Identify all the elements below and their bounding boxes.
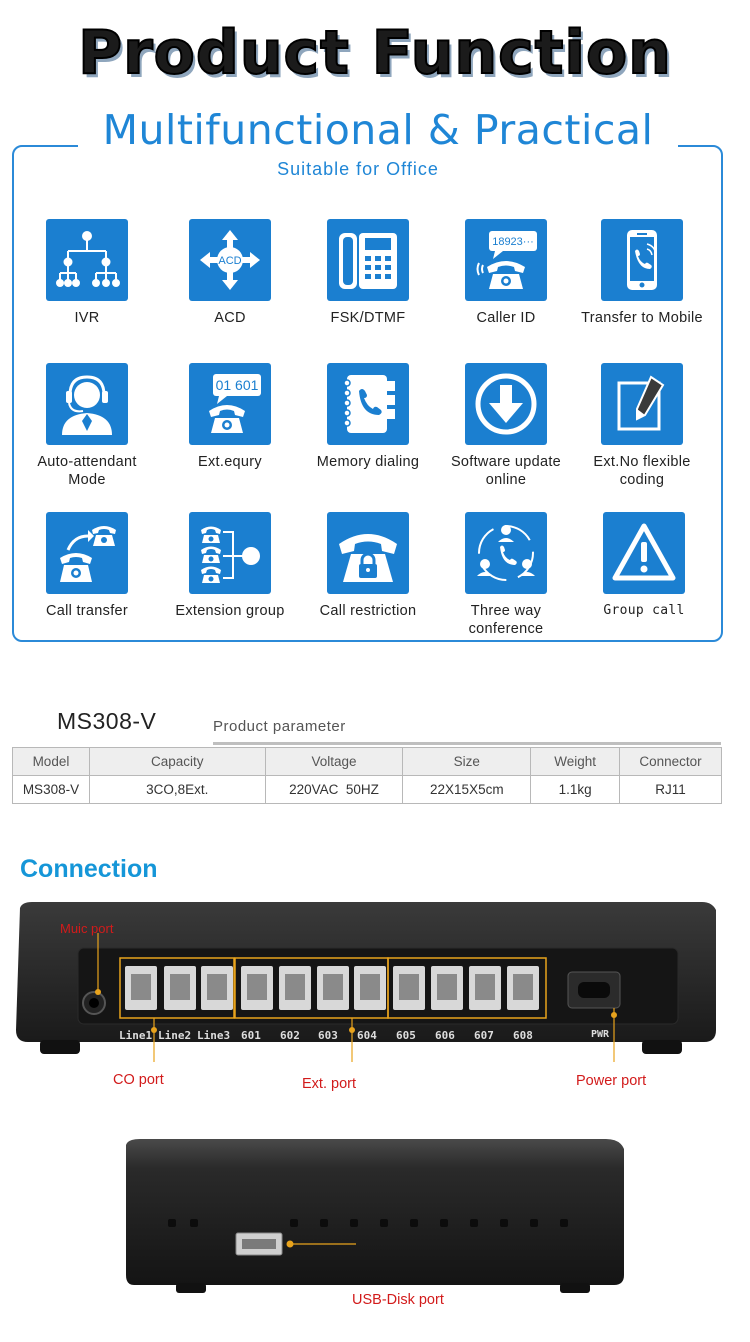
port-label: Line2: [158, 1029, 192, 1042]
pbx-front-image: [12, 900, 720, 1078]
feature-caller-id: 18923··· Caller ID: [436, 219, 576, 327]
co-port-label: CO port: [113, 1072, 164, 1088]
params-subtitle: Product parameter: [213, 718, 346, 735]
port-label: 607: [474, 1029, 494, 1042]
connection-title: Connection: [20, 855, 158, 883]
params-cell: 22X15X5cm: [402, 775, 532, 804]
feature-auto-attendant: Auto-attendant Mode: [17, 363, 157, 489]
params-cell: 1.1kg: [530, 775, 621, 804]
feature-three-way-conference: Three way conference: [436, 512, 576, 638]
feature-acd: ACD ACD: [160, 219, 300, 327]
params-cell: 3CO,8Ext.: [88, 775, 266, 804]
pbx-side-image: [120, 1135, 630, 1295]
feature-label: Ext.No flexible coding: [593, 454, 691, 488]
feature-label: FSK/DTMF: [330, 310, 406, 326]
usb-port-label: USB-Disk port: [352, 1292, 444, 1308]
feature-label: Auto-attendant Mode: [37, 454, 137, 488]
feature-label: IVR: [74, 310, 100, 326]
params-data-row: MS308-V 3CO,8Ext. 220VAC 50HZ 22X15X5cm …: [12, 775, 722, 804]
params-table: Model Capacity Voltage Size Weight Conne…: [12, 747, 722, 804]
feature-label: Caller ID: [476, 310, 536, 326]
feature-label: Three way conference: [468, 603, 544, 637]
feature-label: ACD: [214, 310, 246, 326]
download-icon: [465, 363, 547, 445]
params-cell: RJ11: [619, 775, 722, 804]
features-title: Multifunctional & Practical: [78, 106, 678, 154]
features-subtitle: Suitable for Office: [277, 159, 439, 179]
caller-id-icon: 18923···: [465, 219, 547, 301]
params-header-cell: Capacity: [88, 747, 266, 776]
feature-label: Memory dialing: [316, 454, 420, 470]
mobile-phone-icon: [601, 219, 683, 301]
feature-label: Group call: [603, 603, 685, 618]
feature-ext-equry: 01 601 Ext.equry: [160, 363, 300, 471]
desk-phone-icon: [327, 219, 409, 301]
feature-label: Call transfer: [45, 603, 129, 619]
acd-icon-text: ACD: [218, 255, 241, 267]
extension-group-icon: [189, 512, 271, 594]
port-label: Line3: [197, 1029, 231, 1042]
feature-label: Software update online: [450, 454, 562, 488]
ext-query-icon: 01 601: [189, 363, 271, 445]
conference-icon: [465, 512, 547, 594]
params-divider: [213, 742, 721, 745]
caller-id-icon-text: 18923···: [492, 236, 534, 248]
port-label: 601: [241, 1029, 261, 1042]
feature-call-transfer: Call transfer: [17, 512, 157, 620]
feature-label: Ext.equry: [198, 454, 262, 470]
call-transfer-icon: [46, 512, 128, 594]
port-label: 606: [435, 1029, 455, 1042]
feature-transfer-mobile: Transfer to Mobile: [572, 219, 712, 327]
params-header-cell: Size: [402, 747, 532, 776]
ext-port-label: Ext. port: [302, 1076, 356, 1092]
params-header-cell: Model: [12, 747, 90, 776]
feature-fsk-dtmf: FSK/DTMF: [298, 219, 438, 327]
port-label: 608: [513, 1029, 533, 1042]
feature-ivr: IVR: [17, 219, 157, 327]
params-header-cell: Weight: [530, 747, 621, 776]
feature-group-call: Group call: [574, 512, 714, 620]
params-cell: 220VAC 50HZ: [264, 775, 404, 804]
operator-headset-icon: [46, 363, 128, 445]
params-header-cell: Connector: [619, 747, 722, 776]
port-label: 603: [318, 1029, 338, 1042]
ext-query-icon-text: 01 601: [216, 377, 259, 393]
port-label: 602: [280, 1029, 300, 1042]
muic-port-label: Muic port: [60, 921, 114, 936]
power-port-label: Power port: [576, 1073, 647, 1089]
params-header-cell: Voltage: [264, 747, 404, 776]
port-label: 605: [396, 1029, 416, 1042]
feature-memory-dialing: Memory dialing: [298, 363, 438, 471]
feature-extension-group: Extension group: [160, 512, 300, 620]
page-title: Product Function: [77, 17, 672, 89]
pwr-label: PWR: [591, 1029, 610, 1040]
port-label: Line1: [119, 1029, 153, 1042]
params-cell: MS308-V: [12, 775, 90, 804]
feature-label: Extension group: [175, 603, 285, 619]
feature-label: Transfer to Mobile: [581, 310, 703, 326]
warning-icon: [603, 512, 685, 594]
edit-icon: [601, 363, 683, 445]
feature-ext-flexible-coding: Ext.No flexible coding: [572, 363, 712, 489]
acd-arrows-icon: ACD: [189, 219, 271, 301]
params-header-row: Model Capacity Voltage Size Weight Conne…: [12, 747, 722, 776]
org-tree-icon: [46, 219, 128, 301]
phonebook-icon: [327, 363, 409, 445]
phone-lock-icon: [327, 512, 409, 594]
port-label: 604: [357, 1029, 377, 1042]
feature-software-update: Software update online: [436, 363, 576, 489]
model-title: MS308-V: [57, 708, 157, 734]
feature-call-restriction: Call restriction: [298, 512, 438, 620]
feature-label: Call restriction: [319, 603, 417, 619]
